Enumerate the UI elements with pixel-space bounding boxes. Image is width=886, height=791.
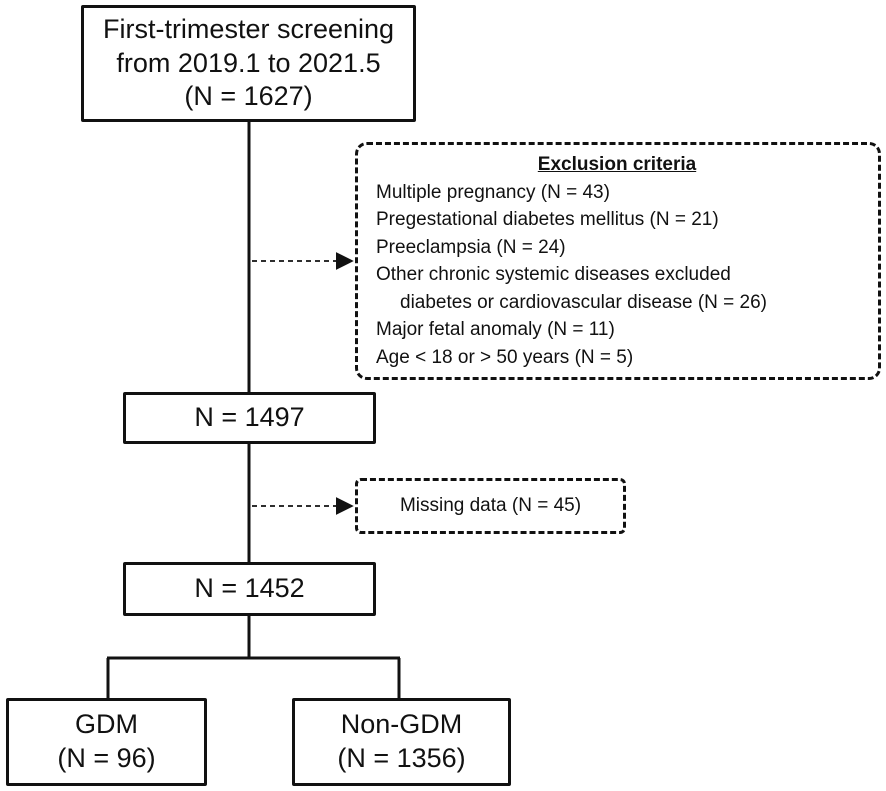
n1452-label: N = 1452 xyxy=(194,573,305,604)
gdm-line1: GDM xyxy=(75,709,138,740)
exclusion-item: Pregestational diabetes mellitus (N = 21… xyxy=(376,209,719,230)
missing-data-label: Missing data (N = 45) xyxy=(399,495,582,516)
missing-data-box: Missing data (N = 45) xyxy=(355,478,626,534)
exclusion-item-continuation: diabetes or cardiovascular disease (N = … xyxy=(400,291,767,313)
exclusion-item: Preeclampsia (N = 24) xyxy=(376,236,566,258)
screening-line3: (N = 1627) xyxy=(184,81,313,112)
exclusion-item: Age < 18 or > 50 years (N = 5) xyxy=(376,346,634,368)
exclusion-title: Exclusion criteria xyxy=(537,154,697,175)
exclusion-item: Multiple pregnancy (N = 43) xyxy=(376,181,610,203)
n1452-box: N = 1452 xyxy=(123,562,376,616)
n1497-label: N = 1497 xyxy=(194,402,305,433)
exclusion-item: Other chronic systemic diseases excluded xyxy=(376,264,731,285)
screening-box: First-trimester screening from 2019.1 to… xyxy=(81,5,416,122)
screening-line1: First-trimester screening xyxy=(102,13,395,44)
gdm-line2: (N = 96) xyxy=(57,743,156,773)
non-gdm-line1: Non-GDM xyxy=(340,709,463,740)
exclusion-item: Major fetal anomaly (N = 11) xyxy=(376,319,615,340)
n1497-box: N = 1497 xyxy=(123,392,376,444)
exclusion-criteria-box: Exclusion criteria Multiple pregnancy (N… xyxy=(355,142,881,380)
screening-line2: from 2019.1 to 2021.5 xyxy=(116,47,381,78)
gdm-box: GDM (N = 96) xyxy=(6,698,207,786)
non-gdm-box: Non-GDM (N = 1356) xyxy=(292,698,511,786)
non-gdm-line2: (N = 1356) xyxy=(337,743,466,773)
